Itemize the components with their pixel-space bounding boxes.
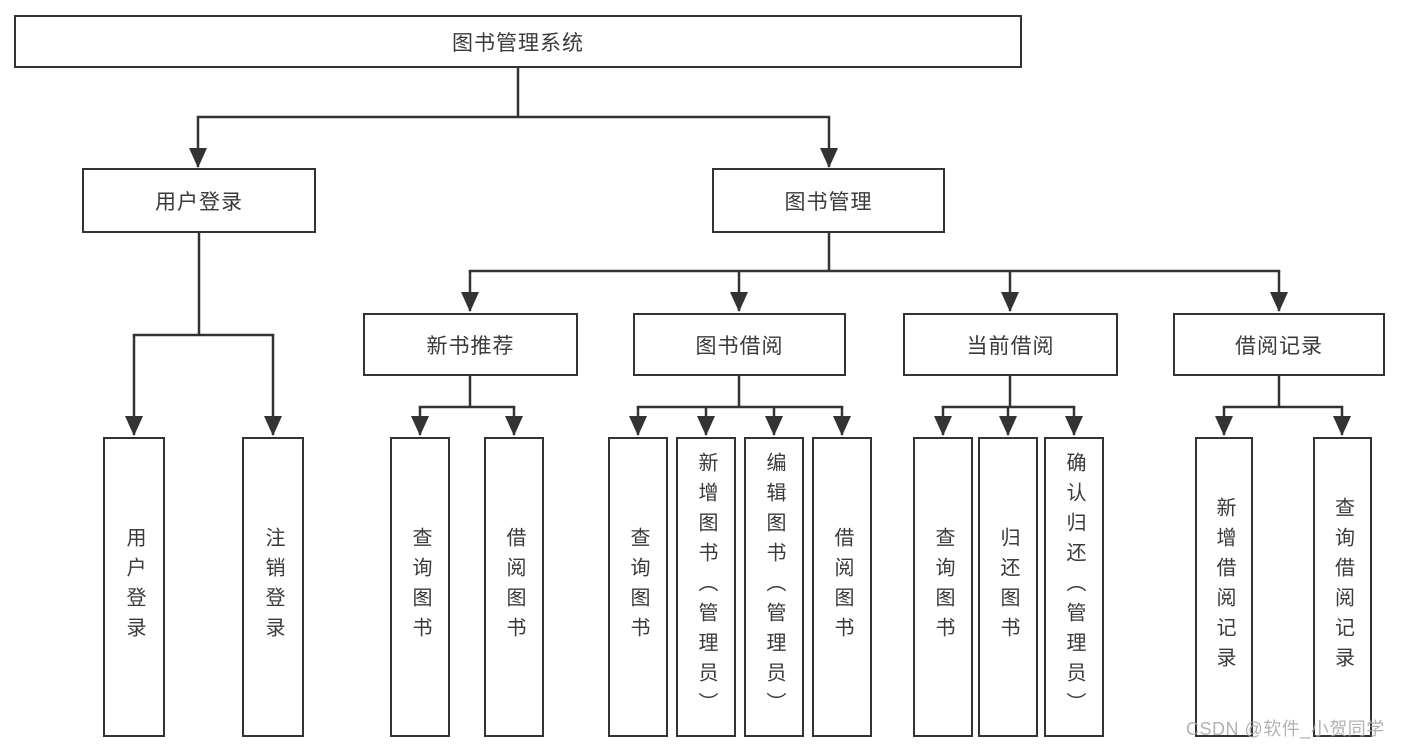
leaf-borrow-books-recommend: 借阅图书 bbox=[484, 437, 544, 737]
node-new-book-recommendation: 新书推荐 bbox=[363, 313, 578, 376]
leaf-borrow-books: 借阅图书 bbox=[812, 437, 872, 737]
node-book-management: 图书管理 bbox=[712, 168, 945, 233]
leaf-confirm-return-admin: 确认归还（管理员） bbox=[1044, 437, 1104, 737]
csdn-watermark: CSDN @软件_小贺同学 bbox=[1186, 719, 1385, 739]
node-root-library-system: 图书管理系统 bbox=[14, 15, 1022, 68]
leaf-query-books-recommend: 查询图书 bbox=[390, 437, 450, 737]
leaf-user-login: 用户登录 bbox=[103, 437, 165, 737]
leaf-add-books-admin: 新增图书（管理员） bbox=[676, 437, 736, 737]
node-current-borrowing: 当前借阅 bbox=[903, 313, 1118, 376]
leaf-edit-books-admin: 编辑图书（管理员） bbox=[744, 437, 804, 737]
leaf-query-books-borrowing: 查询图书 bbox=[608, 437, 668, 737]
leaf-query-borrow-record: 查询借阅记录 bbox=[1313, 437, 1372, 737]
leaf-query-books-current: 查询图书 bbox=[913, 437, 973, 737]
node-book-borrowing: 图书借阅 bbox=[633, 313, 846, 376]
node-borrowing-records: 借阅记录 bbox=[1173, 313, 1385, 376]
leaf-return-books: 归还图书 bbox=[978, 437, 1038, 737]
leaf-add-borrow-record: 新增借阅记录 bbox=[1195, 437, 1253, 737]
node-user-login: 用户登录 bbox=[82, 168, 316, 233]
leaf-logout: 注销登录 bbox=[242, 437, 304, 737]
